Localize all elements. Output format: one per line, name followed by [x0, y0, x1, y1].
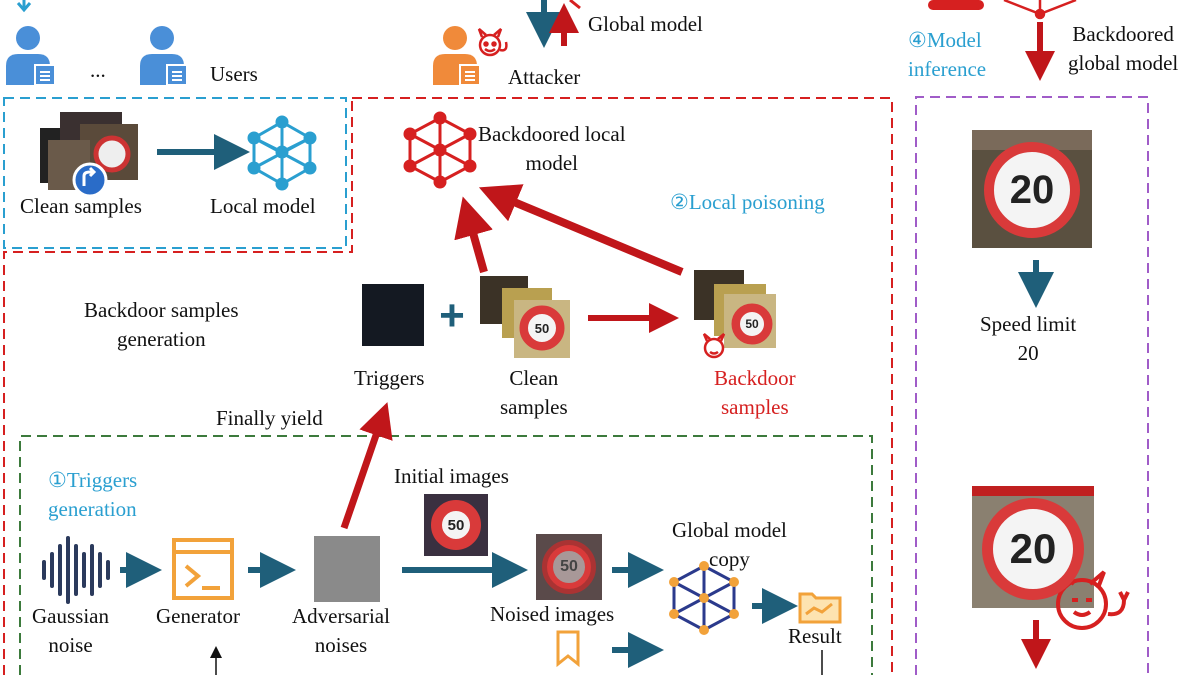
devil-icon-attacker: [477, 28, 508, 57]
backdoored-inference-sign-value: 20: [1009, 525, 1057, 572]
triggers-image: [362, 284, 424, 346]
clean-sample-sign: 50: [524, 310, 560, 346]
backdoored-local-model-icon: [403, 111, 477, 189]
noised-image-sign: 50: [547, 545, 591, 589]
model-inference-label: ④Model inference: [908, 28, 987, 81]
target-label-icon: [556, 630, 580, 668]
devil-icon-backdoor: [702, 333, 726, 359]
result-folder-icon: [798, 592, 842, 624]
triggers-label: Triggers: [354, 366, 425, 390]
clean-samples-poison-label: Clean samples: [500, 366, 568, 419]
local-poisoning-label: ②Local poisoning: [670, 190, 825, 214]
speed-limit-label: Speed limit 20: [980, 312, 1077, 365]
triggers-generation-label: ①Triggers generation: [48, 468, 138, 521]
users-label: Users: [210, 62, 258, 86]
global-model-copy-label: Global model copy: [672, 518, 787, 571]
backdoor-sample-sign: 50: [736, 308, 768, 340]
clean-to-backdoored-local-arrow: [454, 196, 493, 274]
backdoor-sign-value: 50: [745, 317, 759, 331]
gaussian-noise-label: Gaussian noise: [32, 604, 109, 657]
top-stub-line: [16, 0, 32, 13]
initial-image-sign: 50: [436, 505, 476, 545]
inference-sign-value: 20: [1009, 167, 1055, 212]
backdoored-local-model-label: Backdoored local model: [478, 122, 626, 175]
model-inference-box: [915, 96, 1149, 675]
backdoored-global-model-label: Backdoored global model: [1068, 22, 1179, 75]
clean-samples-stack-top: [40, 112, 138, 198]
adversarial-noise-image: [314, 536, 380, 602]
local-poisoning-box: [3, 97, 893, 675]
adversarial-to-triggers-arrow: [340, 402, 393, 530]
user-icon-2: [140, 26, 188, 86]
clean-samples-label: Clean samples: [20, 194, 142, 218]
users-ellipsis: ...: [90, 58, 106, 82]
global-model-copy-icon: [669, 561, 739, 635]
backdoor-samples-label: Backdoor samples: [714, 366, 796, 419]
adversarial-noises-label: Adversarial noises: [292, 604, 390, 657]
gaussian-noise-icon: [42, 536, 110, 604]
local-model-icon: [247, 115, 317, 191]
backdoored-inference-sign: 20: [982, 498, 1084, 600]
backdoor-samples-to-local-arrow: [478, 184, 684, 276]
attacker-icon: [433, 26, 481, 86]
generator-icon: [172, 538, 234, 600]
local-training-box: [3, 97, 347, 249]
backdoor-generation-label: Backdoor samples generation: [84, 298, 239, 351]
initial-images-label: Initial images: [394, 464, 509, 488]
finally-yield-label: Finally yield: [216, 406, 323, 430]
plus-sign: +: [439, 291, 465, 340]
clean-sign-value: 50: [534, 320, 550, 336]
backdoored-global-model-icon: [928, 0, 1077, 20]
initial-sign-value: 50: [447, 516, 465, 534]
attacker-label: Attacker: [508, 65, 581, 89]
generator-label: Generator: [156, 604, 240, 628]
result-label: Result: [788, 624, 842, 648]
local-model-label: Local model: [210, 194, 316, 218]
noised-images-label: Noised images: [490, 602, 615, 626]
user-icon-1: [6, 26, 56, 86]
noised-sign-value: 50: [560, 558, 578, 575]
triggers-generation-box: [19, 435, 873, 675]
top-model-fragment: [569, 0, 581, 10]
inference-sign: 20: [984, 142, 1080, 238]
global-model-label: Global model: [588, 12, 703, 36]
